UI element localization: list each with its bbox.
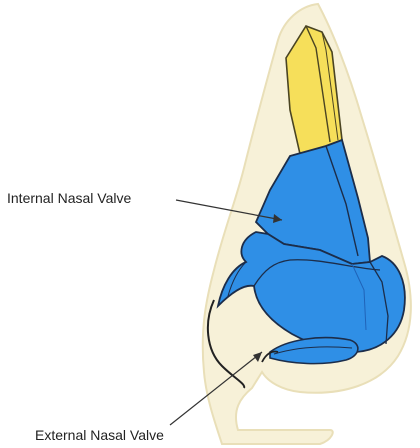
external-nasal-valve-label: External Nasal Valve	[35, 427, 164, 443]
internal-nasal-valve-label: Internal Nasal Valve	[7, 190, 131, 206]
